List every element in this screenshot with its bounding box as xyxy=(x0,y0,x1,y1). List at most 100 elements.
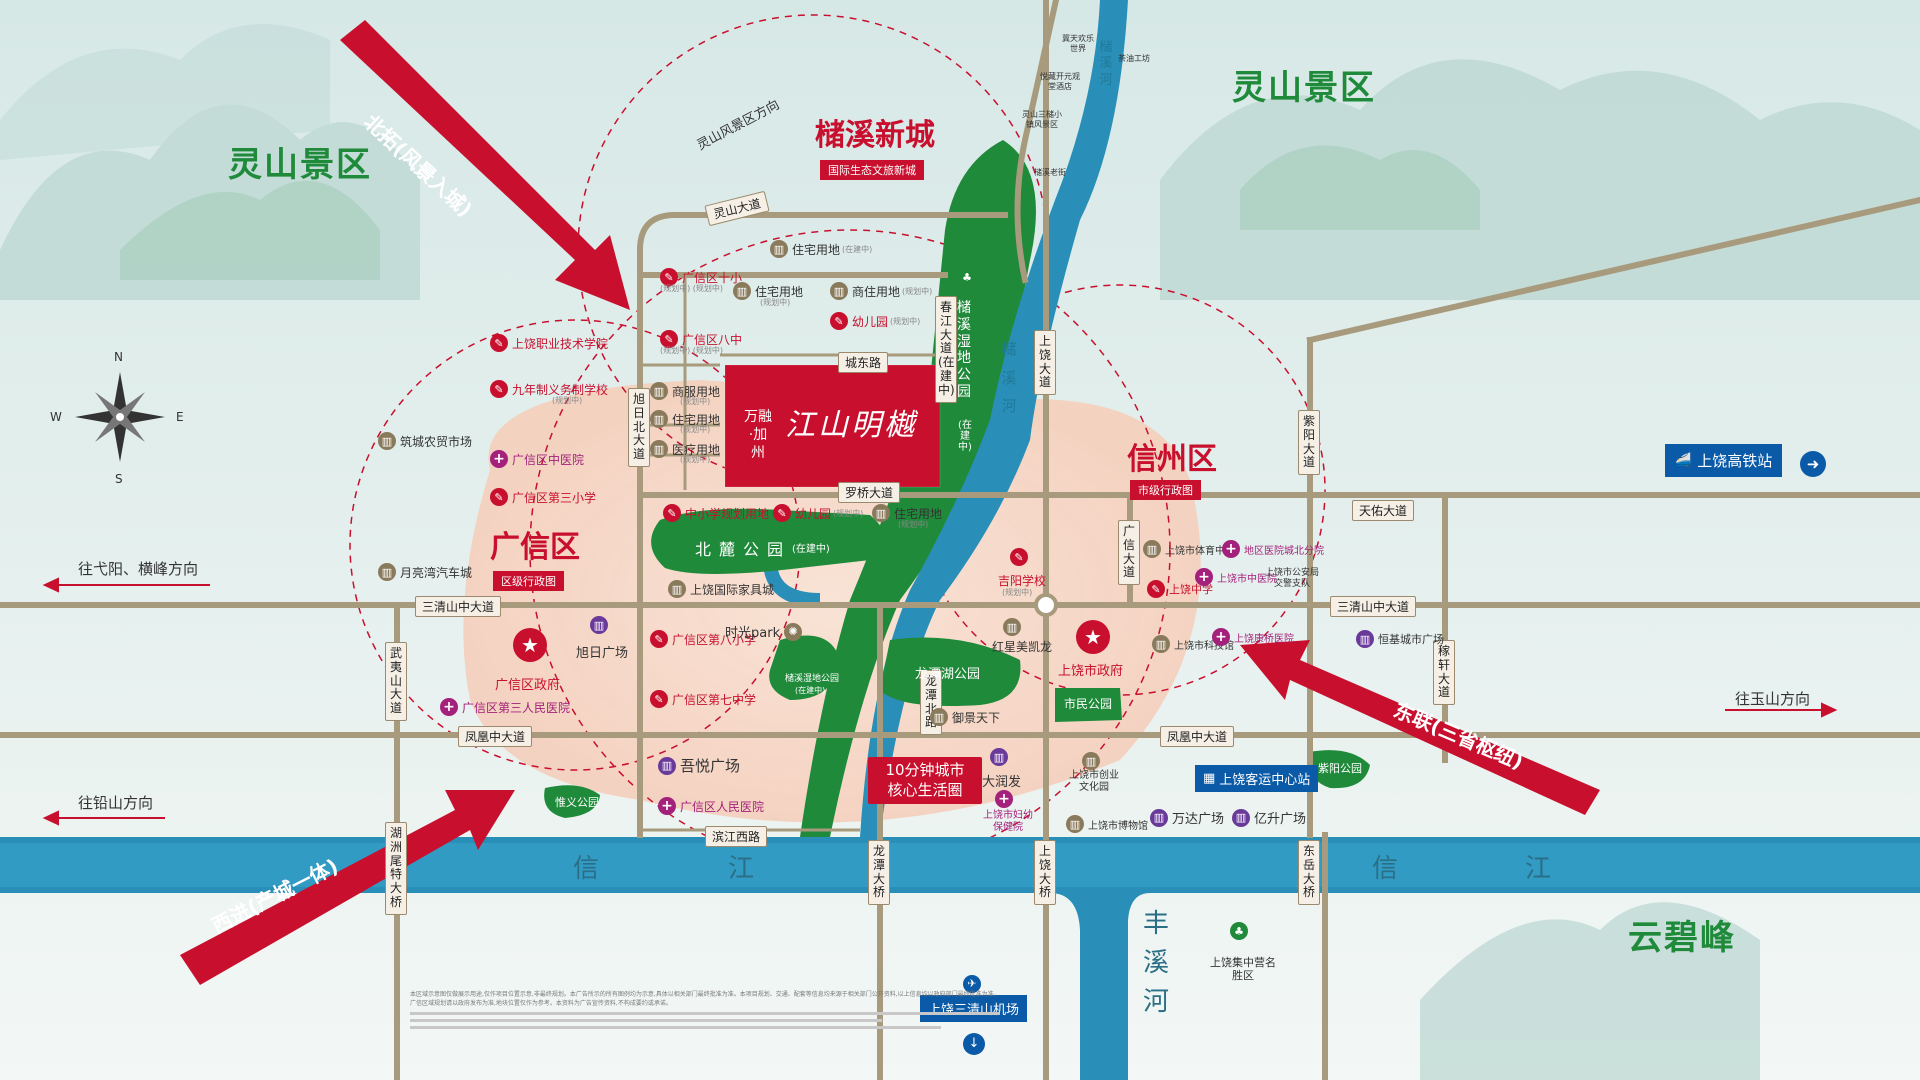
star-icon: ★ xyxy=(513,628,547,662)
poi-residential-2-note: (规划中) xyxy=(760,298,791,307)
poi-culture-park[interactable]: 上饶市创业文化园 xyxy=(1069,770,1119,793)
poi-wuyue-plaza[interactable]: ▥吾悦广场 xyxy=(658,755,740,776)
poi-yueliangwan-auto[interactable]: ▥月亮湾汽车城 xyxy=(378,563,472,581)
poi-guangxin-8[interactable]: ✎广信区八中 xyxy=(660,330,742,348)
poi-residential-2[interactable]: ▥住宅用地 xyxy=(733,282,803,300)
lingshan-scenic-left: 灵山景区 xyxy=(228,145,372,185)
poi-school-land[interactable]: ✎中小学规划用地 xyxy=(663,504,769,522)
poi-guangxin-7-middle[interactable]: ✎广信区第七中学 xyxy=(650,690,756,708)
poi-guangxin-3-hospital[interactable]: +广信区第三人民医院 xyxy=(440,698,570,716)
poi-north-hospital[interactable]: +地区医院城北分院 xyxy=(1222,540,1324,558)
poi-zhucheng-market[interactable]: ▥筑城农贸市场 xyxy=(378,432,472,450)
disclaimer-text: 本区域示意图仅做展示用途,仅作项目位置示意,非最终规划。本广告所示的所有图例均为… xyxy=(410,991,1000,1007)
poi-shangrao-middle[interactable]: ✎上饶中学 xyxy=(1147,580,1213,598)
poi-commercial-service[interactable]: ▥商服用地 xyxy=(650,382,720,400)
airport-arrow-icon[interactable]: ↓ xyxy=(963,1033,985,1055)
poi-guangxin-people-hospital[interactable]: +广信区人民医院 xyxy=(658,797,764,815)
hospital-icon: + xyxy=(1212,628,1230,646)
ten-minute-circle: 10分钟城市 核心生活圈 xyxy=(868,757,982,804)
chuxi-newcity-title: 槠溪新城 xyxy=(815,118,935,153)
poi-kindergarten-1[interactable]: ✎幼儿园(规划中) xyxy=(830,312,920,330)
huiyi-park-shape xyxy=(544,785,600,818)
poi-shangrao-gov[interactable]: 上饶市政府 xyxy=(1058,664,1124,679)
poi-yujing[interactable]: ▥御景天下 xyxy=(930,708,1000,726)
poi-commercial-residential[interactable]: ▥商住用地(规划中) xyxy=(830,282,932,300)
poi-residential-1[interactable]: ▥住宅用地(在建中) xyxy=(770,240,872,258)
poi-tcm-hospital[interactable]: +上饶市中医院 xyxy=(1195,568,1277,586)
poi-residential-3[interactable]: ▥住宅用地 xyxy=(650,410,720,428)
direction-yushan: 往玉山方向 xyxy=(1735,690,1811,708)
compass-rose xyxy=(75,372,165,462)
compass-e: E xyxy=(176,410,184,424)
small-wetland-shape xyxy=(769,635,840,700)
east-arrow xyxy=(1240,640,1600,815)
bus-station[interactable]: ▦ 上饶客运中心站 xyxy=(1195,765,1319,792)
mall-icon: ▥ xyxy=(990,748,1008,766)
poi-medical-land[interactable]: ▥医疗用地 xyxy=(650,440,720,458)
poi-hongxing-meikailong[interactable]: 红星美凯龙 xyxy=(992,640,1053,654)
poi-hengji-plaza[interactable]: ▥恒基城市广场 xyxy=(1356,630,1444,648)
beilu-park-note: (在建中) xyxy=(792,544,830,555)
xinjiang-label-2: 江 xyxy=(728,854,759,884)
halo-region xyxy=(463,380,1201,823)
poi-yuanyi[interactable]: 悦藏开元观堂酒店 xyxy=(1040,72,1080,91)
mall-icon: ▥ xyxy=(658,756,676,775)
road-dongyue-bridge: 东岳大桥 xyxy=(1298,840,1320,906)
poi-yisheng[interactable]: ▥亿升广场 xyxy=(1232,808,1306,827)
poi-mch[interactable]: 上饶市妇幼保健院 xyxy=(983,810,1033,833)
poi-guangxin-gov[interactable]: 广信区政府 xyxy=(495,678,561,693)
xinzhou-district-badge: 市级行政图 xyxy=(1130,480,1201,500)
hsr-arrow-icon[interactable]: ➜ xyxy=(1800,451,1826,477)
poi-lingshan-town[interactable]: 灵山三槠小镇风景区 xyxy=(1022,110,1062,129)
direction-yiyang: 往弋阳、横峰方向 xyxy=(78,560,199,578)
poi-kindergarten-2[interactable]: ✎幼儿园(规划中) xyxy=(773,504,863,522)
poi-sports-center[interactable]: ▥上饶市体育中心 xyxy=(1143,540,1235,558)
poi-furniture-city[interactable]: ▥上饶国际家具城 xyxy=(668,580,774,598)
poi-chadu[interactable]: 茶油工坊 xyxy=(1118,54,1150,63)
poi-jizhongying[interactable]: 上饶集中营名胜区 xyxy=(1210,956,1276,983)
poi-guangxin-3-primary[interactable]: ✎广信区第三小学 xyxy=(490,488,596,506)
poi-police[interactable]: 上饶市公安局交警支队 xyxy=(1264,568,1319,589)
bus-station-label: 上饶客运中心站 xyxy=(1219,773,1311,788)
poi-jiyang-school[interactable]: 吉阳学校 xyxy=(998,574,1047,588)
poi-tech-museum[interactable]: ▥上饶市科技馆 xyxy=(1152,635,1234,653)
poi-darunfa[interactable]: 大润发 xyxy=(982,775,1022,790)
lingshan-scenic-right: 灵山景区 xyxy=(1232,68,1376,108)
mall-icon: ▥ xyxy=(1150,808,1168,827)
poi-guangxin-tcm[interactable]: +广信区中医院 xyxy=(490,450,584,468)
fengxi-river-label: 丰溪河 xyxy=(1142,909,1169,1017)
road-fenghuang-right: 凤凰中大道 xyxy=(1160,726,1235,747)
road-chengdong: 城东路 xyxy=(838,352,889,373)
building-icon: ▥ xyxy=(1066,815,1084,833)
market-icon: ▥ xyxy=(378,432,396,450)
poi-jiyang-icon: ✎ xyxy=(1010,548,1032,566)
disclaimer: 本区域示意图仅做展示用途,仅作项目位置示意,非最终规划。本广告所示的所有图例均为… xyxy=(410,990,1000,1033)
poi-vocational-college[interactable]: ✎上饶职业技术学院 xyxy=(490,334,608,352)
small-wetland-park-note: (在建中) xyxy=(795,686,826,695)
poi-guangxin-10[interactable]: ✎广信区十小 xyxy=(660,268,742,286)
chuxi-newcity-subtitle: 国际生态文旅新城 xyxy=(820,160,924,180)
poi-wanda[interactable]: ▥万达广场 xyxy=(1150,808,1224,827)
small-wetland-park: 槠溪湿地公园 xyxy=(785,674,840,684)
poi-shiguang-park[interactable]: 时光park✺ xyxy=(725,622,806,641)
poi-guangxin-8-primary[interactable]: ✎广信区第八小学 xyxy=(650,630,756,648)
school-icon: ✎ xyxy=(660,330,678,348)
car-icon: ▥ xyxy=(378,563,396,581)
building-icon: ▥ xyxy=(650,382,668,400)
poi-jitian[interactable]: 冀天欢乐世界 xyxy=(1062,34,1094,53)
poi-nine-year-school[interactable]: ✎九年制义务制学校 xyxy=(490,380,608,398)
poi-xuri-plaza[interactable]: 旭日广场 xyxy=(576,646,629,661)
poi-residential-3-note: (规划中) xyxy=(680,425,711,434)
poi-chuxi-oldstreet[interactable]: 槠溪老街 xyxy=(1034,168,1066,177)
school-icon: ✎ xyxy=(650,630,668,648)
poi-kangqiao-hospital[interactable]: +上饶康桥医院 xyxy=(1212,628,1294,646)
direction-arrows xyxy=(42,577,1838,826)
compass-s: S xyxy=(115,472,123,486)
poi-residential-4[interactable]: ▥住宅用地 xyxy=(872,504,942,522)
building-icon: ▥ xyxy=(668,580,686,598)
poi-museum[interactable]: ▥上饶市博物馆 xyxy=(1066,815,1148,833)
hsr-station[interactable]: 🚄 上饶高铁站 xyxy=(1665,444,1783,477)
ten-minute-line1: 10分钟城市 xyxy=(885,761,965,779)
road-wuyishan: 武夷山大道 xyxy=(385,642,407,721)
school-icon: ✎ xyxy=(663,504,681,522)
